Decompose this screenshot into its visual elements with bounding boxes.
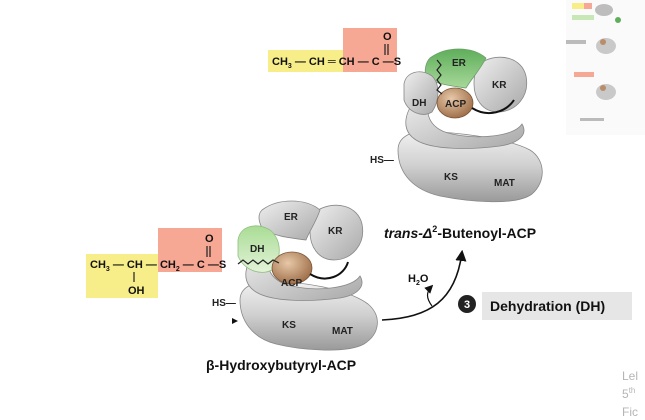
water-release-arrow (424, 284, 434, 307)
watermark-line-3: Fic (622, 405, 638, 419)
top-yellow-highlight (268, 50, 346, 72)
bottom-er-domain (258, 200, 321, 241)
svg-text:OH: OH (128, 285, 145, 297)
bottom-hs-label: HS— (212, 298, 236, 309)
water-label: H2O (408, 273, 429, 287)
top-dh-domain (403, 71, 439, 115)
bottom-mat-label: MAT (332, 326, 353, 337)
bottom-kr-label: KR (328, 226, 343, 237)
thumbnail-strip[interactable] (566, 0, 645, 135)
top-mat-label: MAT (494, 178, 515, 189)
watermark-line-1: Lel (622, 369, 638, 383)
bottom-acp-label: ACP (281, 278, 302, 289)
bottom-dh-domain (237, 225, 280, 273)
small-pointer-icon (232, 318, 238, 324)
step-number: 3 (464, 299, 470, 311)
top-enzyme: ER KR DH ACP KS MAT HS— (370, 48, 543, 203)
bottom-yellow-highlight (86, 254, 158, 298)
svg-text:O: O (205, 233, 214, 245)
bottom-acp-tether (309, 261, 349, 280)
step-number-badge (458, 295, 476, 313)
top-enzyme-curl (405, 95, 525, 149)
bottom-pantetheine-arm (237, 259, 280, 265)
top-pantetheine-arm (436, 59, 443, 95)
bottom-dh-label: DH (250, 244, 264, 255)
bottom-molecule-formula: CH3 — CH — CH2 — C —S OH O (90, 233, 226, 297)
top-dh-label: DH (412, 98, 426, 109)
top-er-domain (424, 48, 487, 89)
bottom-salmon-highlight (158, 228, 222, 272)
svg-text:CH3 — CH ═ CH — C —S: CH3 — CH ═ CH — C —S (272, 56, 401, 70)
svg-text:CH3 — CH — CH2 — C —S: CH3 — CH — CH2 — C —S (90, 259, 226, 273)
watermark-line-2: 5th (622, 386, 635, 401)
top-er-label: ER (452, 58, 467, 69)
top-acp-tether (471, 99, 515, 115)
bottom-enzyme: ER KR DH ACP KS MAT HS— (212, 200, 378, 351)
svg-text:O: O (383, 31, 392, 43)
reaction-arrow (381, 249, 467, 321)
step-label-box (482, 292, 632, 320)
top-ks-label: KS (444, 172, 458, 183)
top-product-name: trans-Δ2-Butenoyl-ACP (384, 224, 536, 241)
bottom-enzyme-curl (245, 247, 363, 301)
top-acp-label: ACP (445, 99, 466, 110)
bottom-acp-domain (271, 251, 313, 285)
top-acp-domain (436, 87, 474, 119)
bottom-ks-label: KS (282, 320, 296, 331)
top-kr-label: KR (492, 80, 507, 91)
top-molecule-formula: CH3 — CH ═ CH — C —S O (272, 31, 401, 70)
top-hs-label: HS— (370, 155, 394, 166)
bottom-substrate-name: β-Hydroxybutyryl-ACP (206, 357, 356, 373)
bottom-er-label: ER (284, 212, 299, 223)
step-label: Dehydration (DH) (490, 298, 605, 314)
